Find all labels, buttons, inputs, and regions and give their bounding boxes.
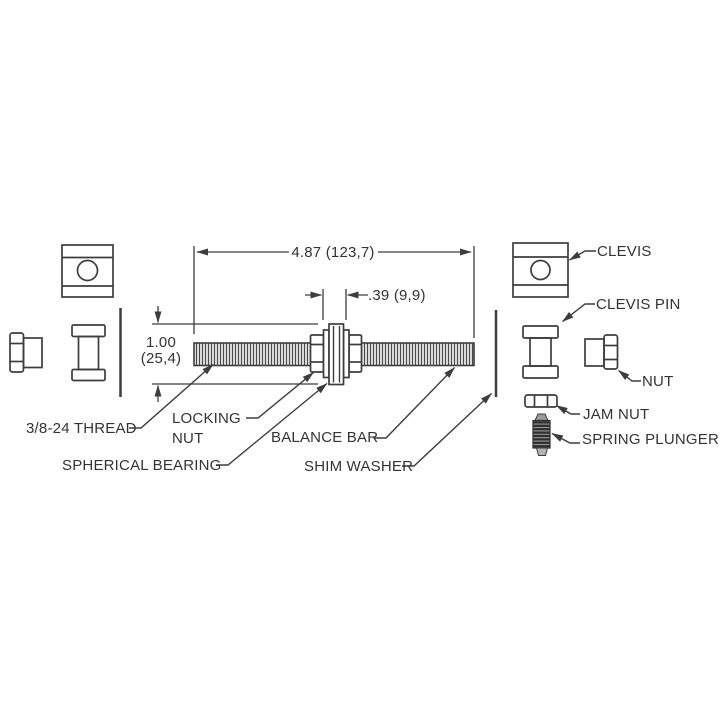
dimension-bearing-height-text: 1.00 (25,4) xyxy=(131,335,191,367)
dimension-height-mm: (25,4) xyxy=(140,350,182,367)
leader-clevis-pin xyxy=(562,303,595,323)
right-nut xyxy=(584,334,619,370)
dimension-overall-length xyxy=(193,246,475,338)
dimension-height-inches: 1.00 xyxy=(146,334,176,351)
leader-locking-nut xyxy=(246,371,314,419)
leader-clevis xyxy=(568,250,596,261)
leader-balance-bar xyxy=(374,367,456,439)
dimension-bearing-height xyxy=(152,306,318,402)
dimension-overall-length-text: 4.87 (123,7) xyxy=(291,244,375,261)
label-jam-nut: JAM NUT xyxy=(583,406,650,423)
locking-nuts xyxy=(309,334,363,373)
left-clevis xyxy=(61,244,114,298)
label-locking-nut: LOCKING NUT xyxy=(172,409,241,449)
label-clevis: CLEVIS xyxy=(597,243,652,260)
dimension-bearing-width xyxy=(305,289,368,320)
leader-spring-plunger xyxy=(551,432,580,444)
right-clevis xyxy=(512,242,569,298)
leader-thread xyxy=(129,363,214,429)
left-clevis-pin xyxy=(71,324,106,382)
label-spherical-bearing: SPHERICAL BEARING xyxy=(62,457,222,474)
label-shim-washer: SHIM WASHER xyxy=(304,458,414,475)
label-thread: 3/8-24 THREAD xyxy=(26,420,137,437)
label-spring-plunger: SPRING PLUNGER xyxy=(582,431,719,448)
dimension-bearing-width-text: .39 (9,9) xyxy=(368,287,426,304)
spherical-bearing xyxy=(322,323,350,386)
left-nut xyxy=(9,332,43,373)
spring-plunger xyxy=(532,413,551,456)
right-clevis-pin xyxy=(522,325,559,379)
leader-jam-nut xyxy=(555,404,580,415)
leader-nut xyxy=(618,369,641,382)
label-locking-nut-line2: NUT xyxy=(172,430,204,447)
label-clevis-pin: CLEVIS PIN xyxy=(596,296,681,313)
jam-nut xyxy=(524,394,558,408)
label-balance-bar: BALANCE BAR xyxy=(271,429,379,446)
threaded-rod xyxy=(193,342,475,367)
label-nut: NUT xyxy=(642,373,674,390)
leader-spherical-bearing xyxy=(216,382,328,466)
label-locking-nut-line1: LOCKING xyxy=(172,410,241,427)
leader-shim-washer xyxy=(402,392,492,467)
